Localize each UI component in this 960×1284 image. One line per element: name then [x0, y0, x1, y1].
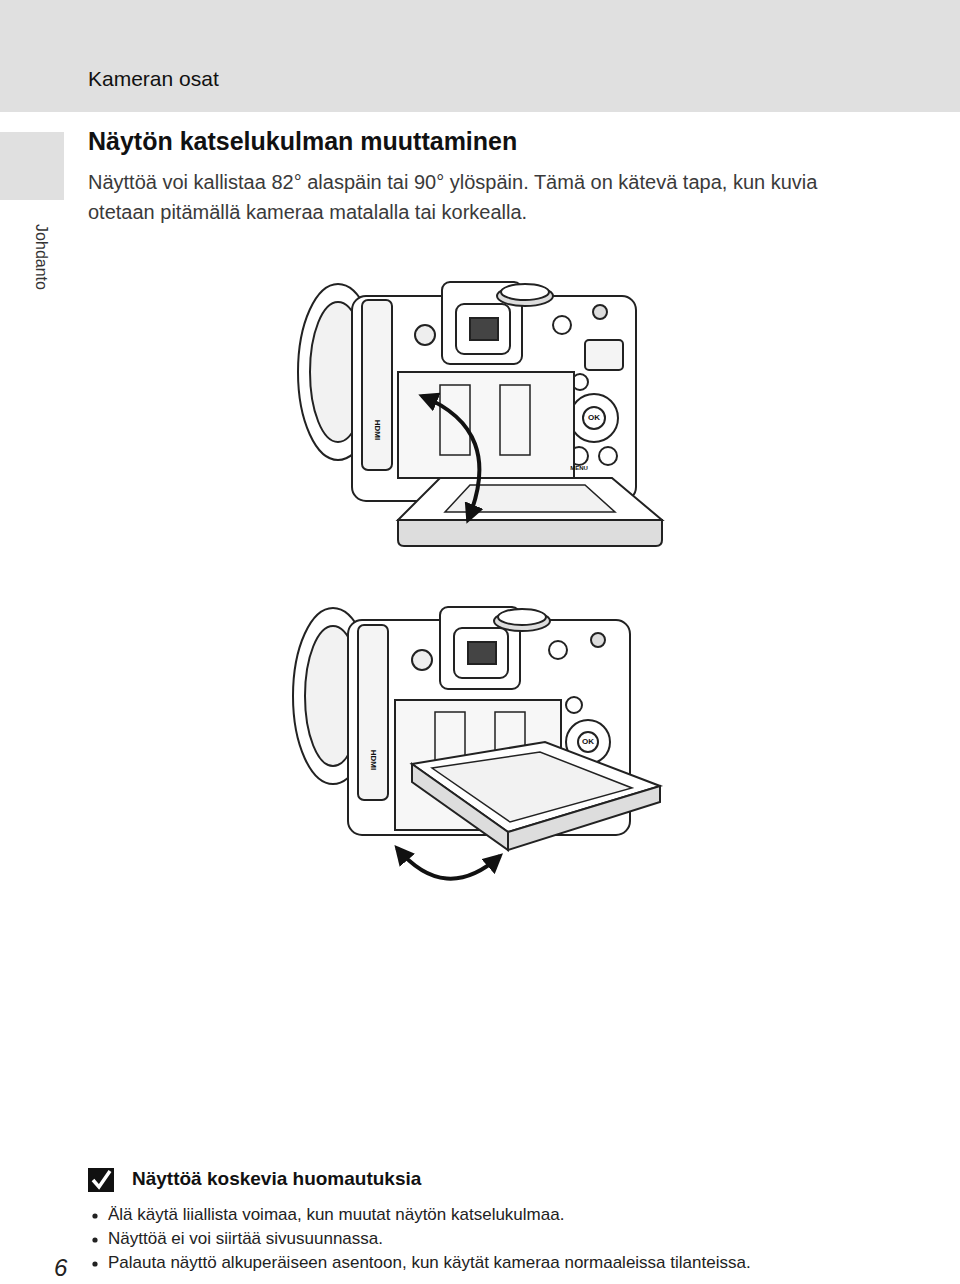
bullet-dots — [92, 1213, 97, 1266]
port-label: HDMI — [368, 750, 378, 770]
section-tab — [0, 132, 64, 200]
note-heading: Näyttöä koskevia huomautuksia — [132, 1168, 421, 1191]
button-label: OK — [582, 737, 594, 747]
header-band: Kameran osat — [0, 0, 960, 112]
intro-text: Näyttöä voi kallistaa 82° alaspäin tai 9… — [88, 167, 888, 227]
section-tab-text: Johdanto — [31, 224, 50, 290]
button-label: OK — [588, 413, 600, 423]
camera-bottom — [293, 607, 660, 879]
page-number: 6 — [54, 1254, 67, 1283]
page-title: Näytön katselukulman muuttaminen — [88, 126, 517, 156]
header-text: Kameran osat — [88, 66, 219, 91]
button-label: MENU — [570, 465, 588, 472]
note-icon — [88, 1168, 114, 1192]
note-bullet: Palauta näyttö alkuperäiseen asentoon, k… — [108, 1253, 751, 1273]
note-bullet: Näyttöä ei voi siirtää sivusuunnassa. — [108, 1229, 383, 1249]
note-bullet: Älä käytä liiallista voimaa, kun muutat … — [108, 1205, 564, 1225]
camera-top — [298, 282, 662, 546]
port-label: HDMI — [372, 420, 382, 440]
